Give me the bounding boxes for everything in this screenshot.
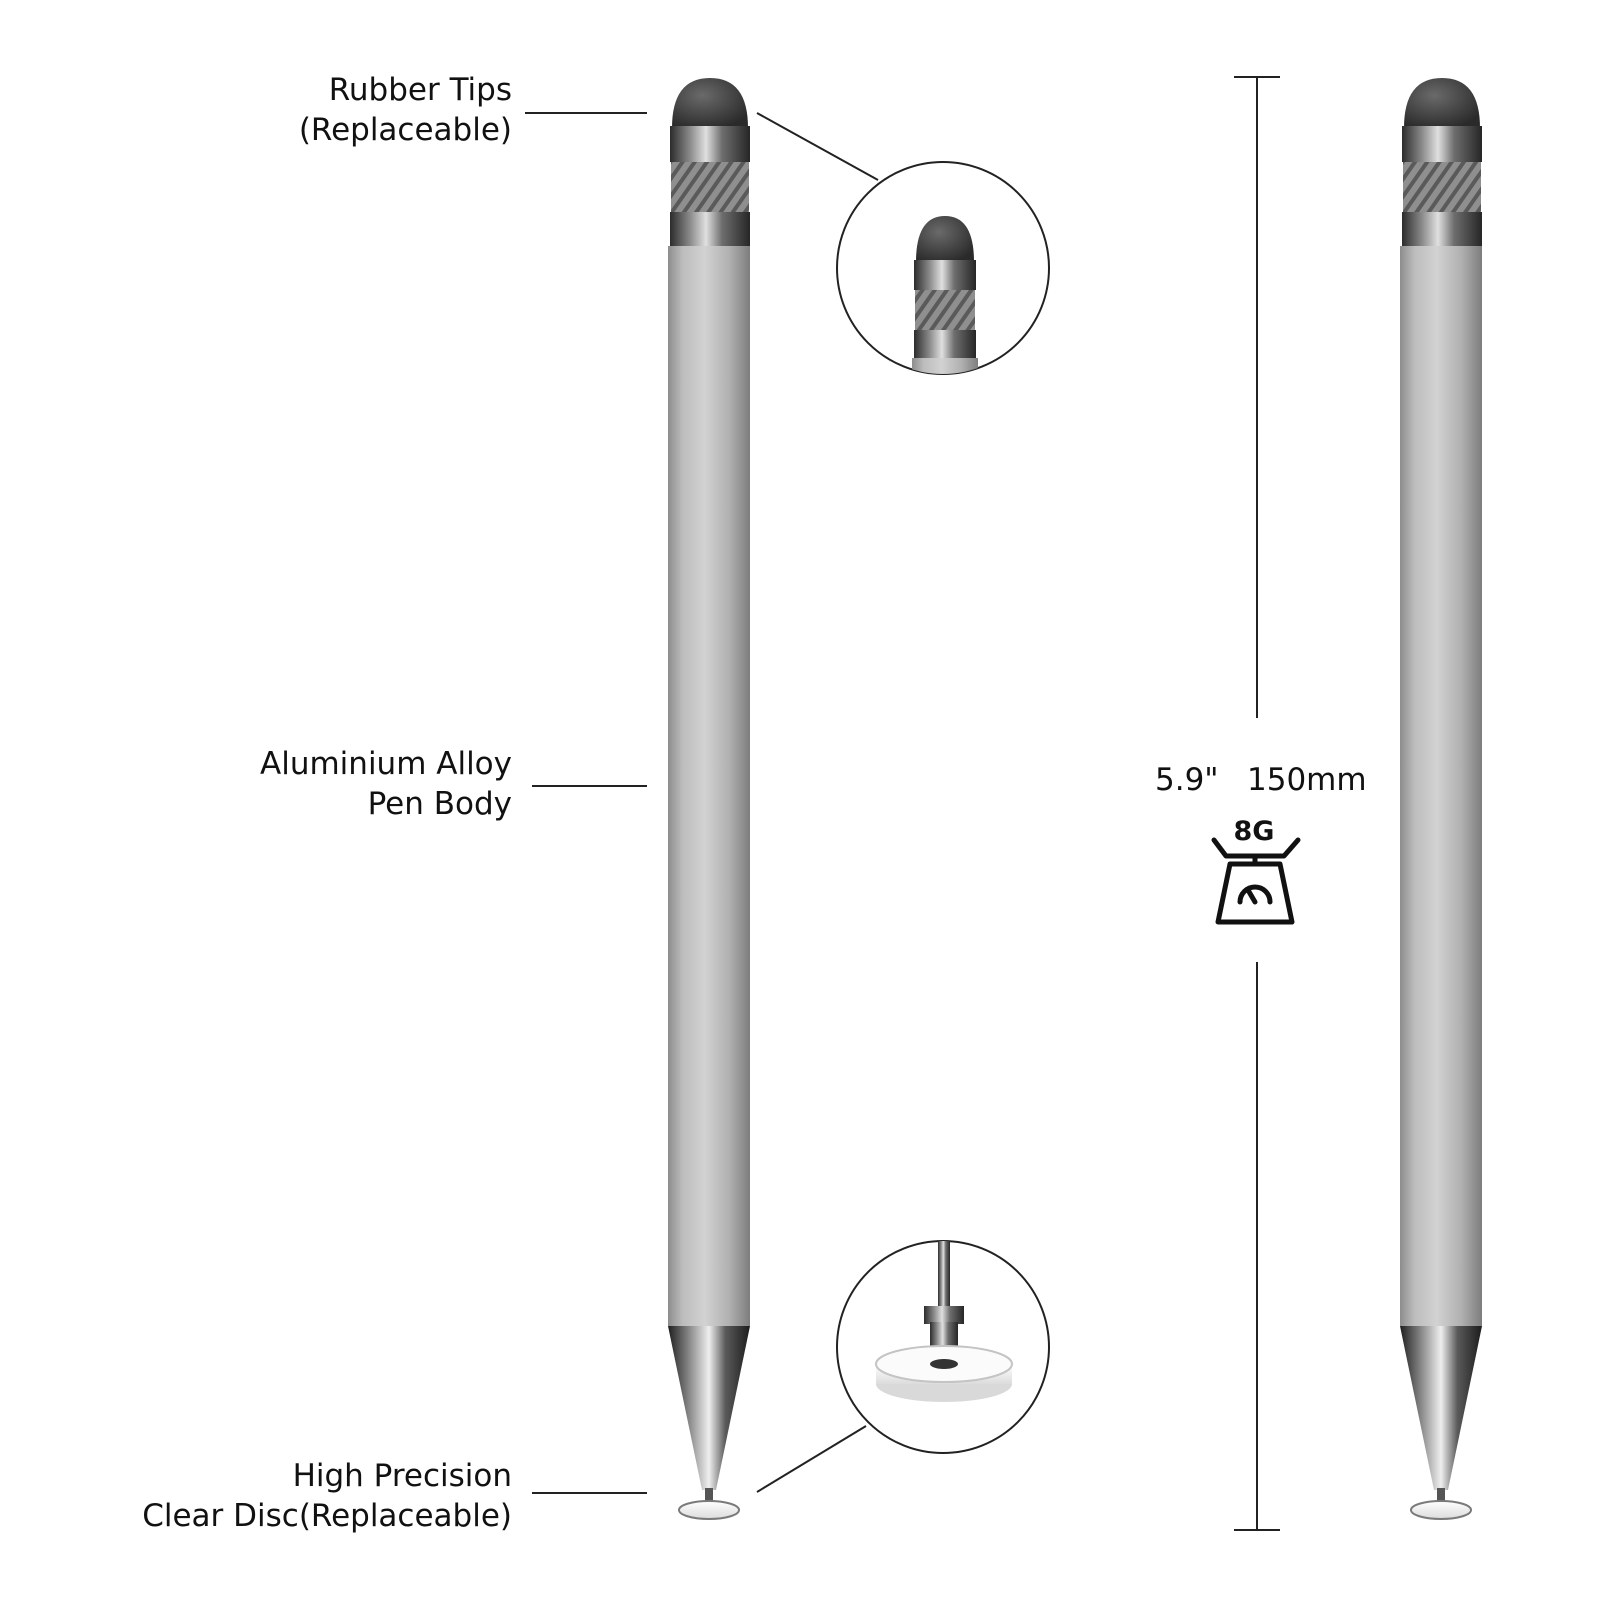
pen-body: [668, 246, 750, 1326]
tip-collar-top: [670, 126, 750, 162]
pen-cone: [668, 1326, 750, 1490]
pen-body-label: Aluminium Alloy Pen Body: [260, 746, 512, 822]
rubber-tip-zoom: [836, 161, 1050, 375]
callout-lines: [525, 112, 879, 1494]
clear-disc-zoom: [836, 1240, 1050, 1454]
knurled-grip: [671, 162, 749, 214]
length-dimension-line: [1234, 76, 1280, 1531]
stylus-pen-front: [668, 78, 750, 1520]
clear-disc: [678, 1500, 740, 1520]
stylus-pen-side: [1400, 78, 1482, 1520]
length-inch: 5.9": [1155, 762, 1219, 798]
scale-icon: [1211, 837, 1301, 925]
weight-value: 8G: [1233, 816, 1275, 847]
rubber-tips-label: Rubber Tips (Replaceable): [298, 72, 512, 148]
clear-disc-label: High Precision Clear Disc(Replaceable): [142, 1458, 512, 1534]
length-mm: 150mm: [1247, 762, 1367, 798]
tip-collar-bottom: [670, 212, 750, 248]
rubber-tip: [672, 78, 748, 128]
